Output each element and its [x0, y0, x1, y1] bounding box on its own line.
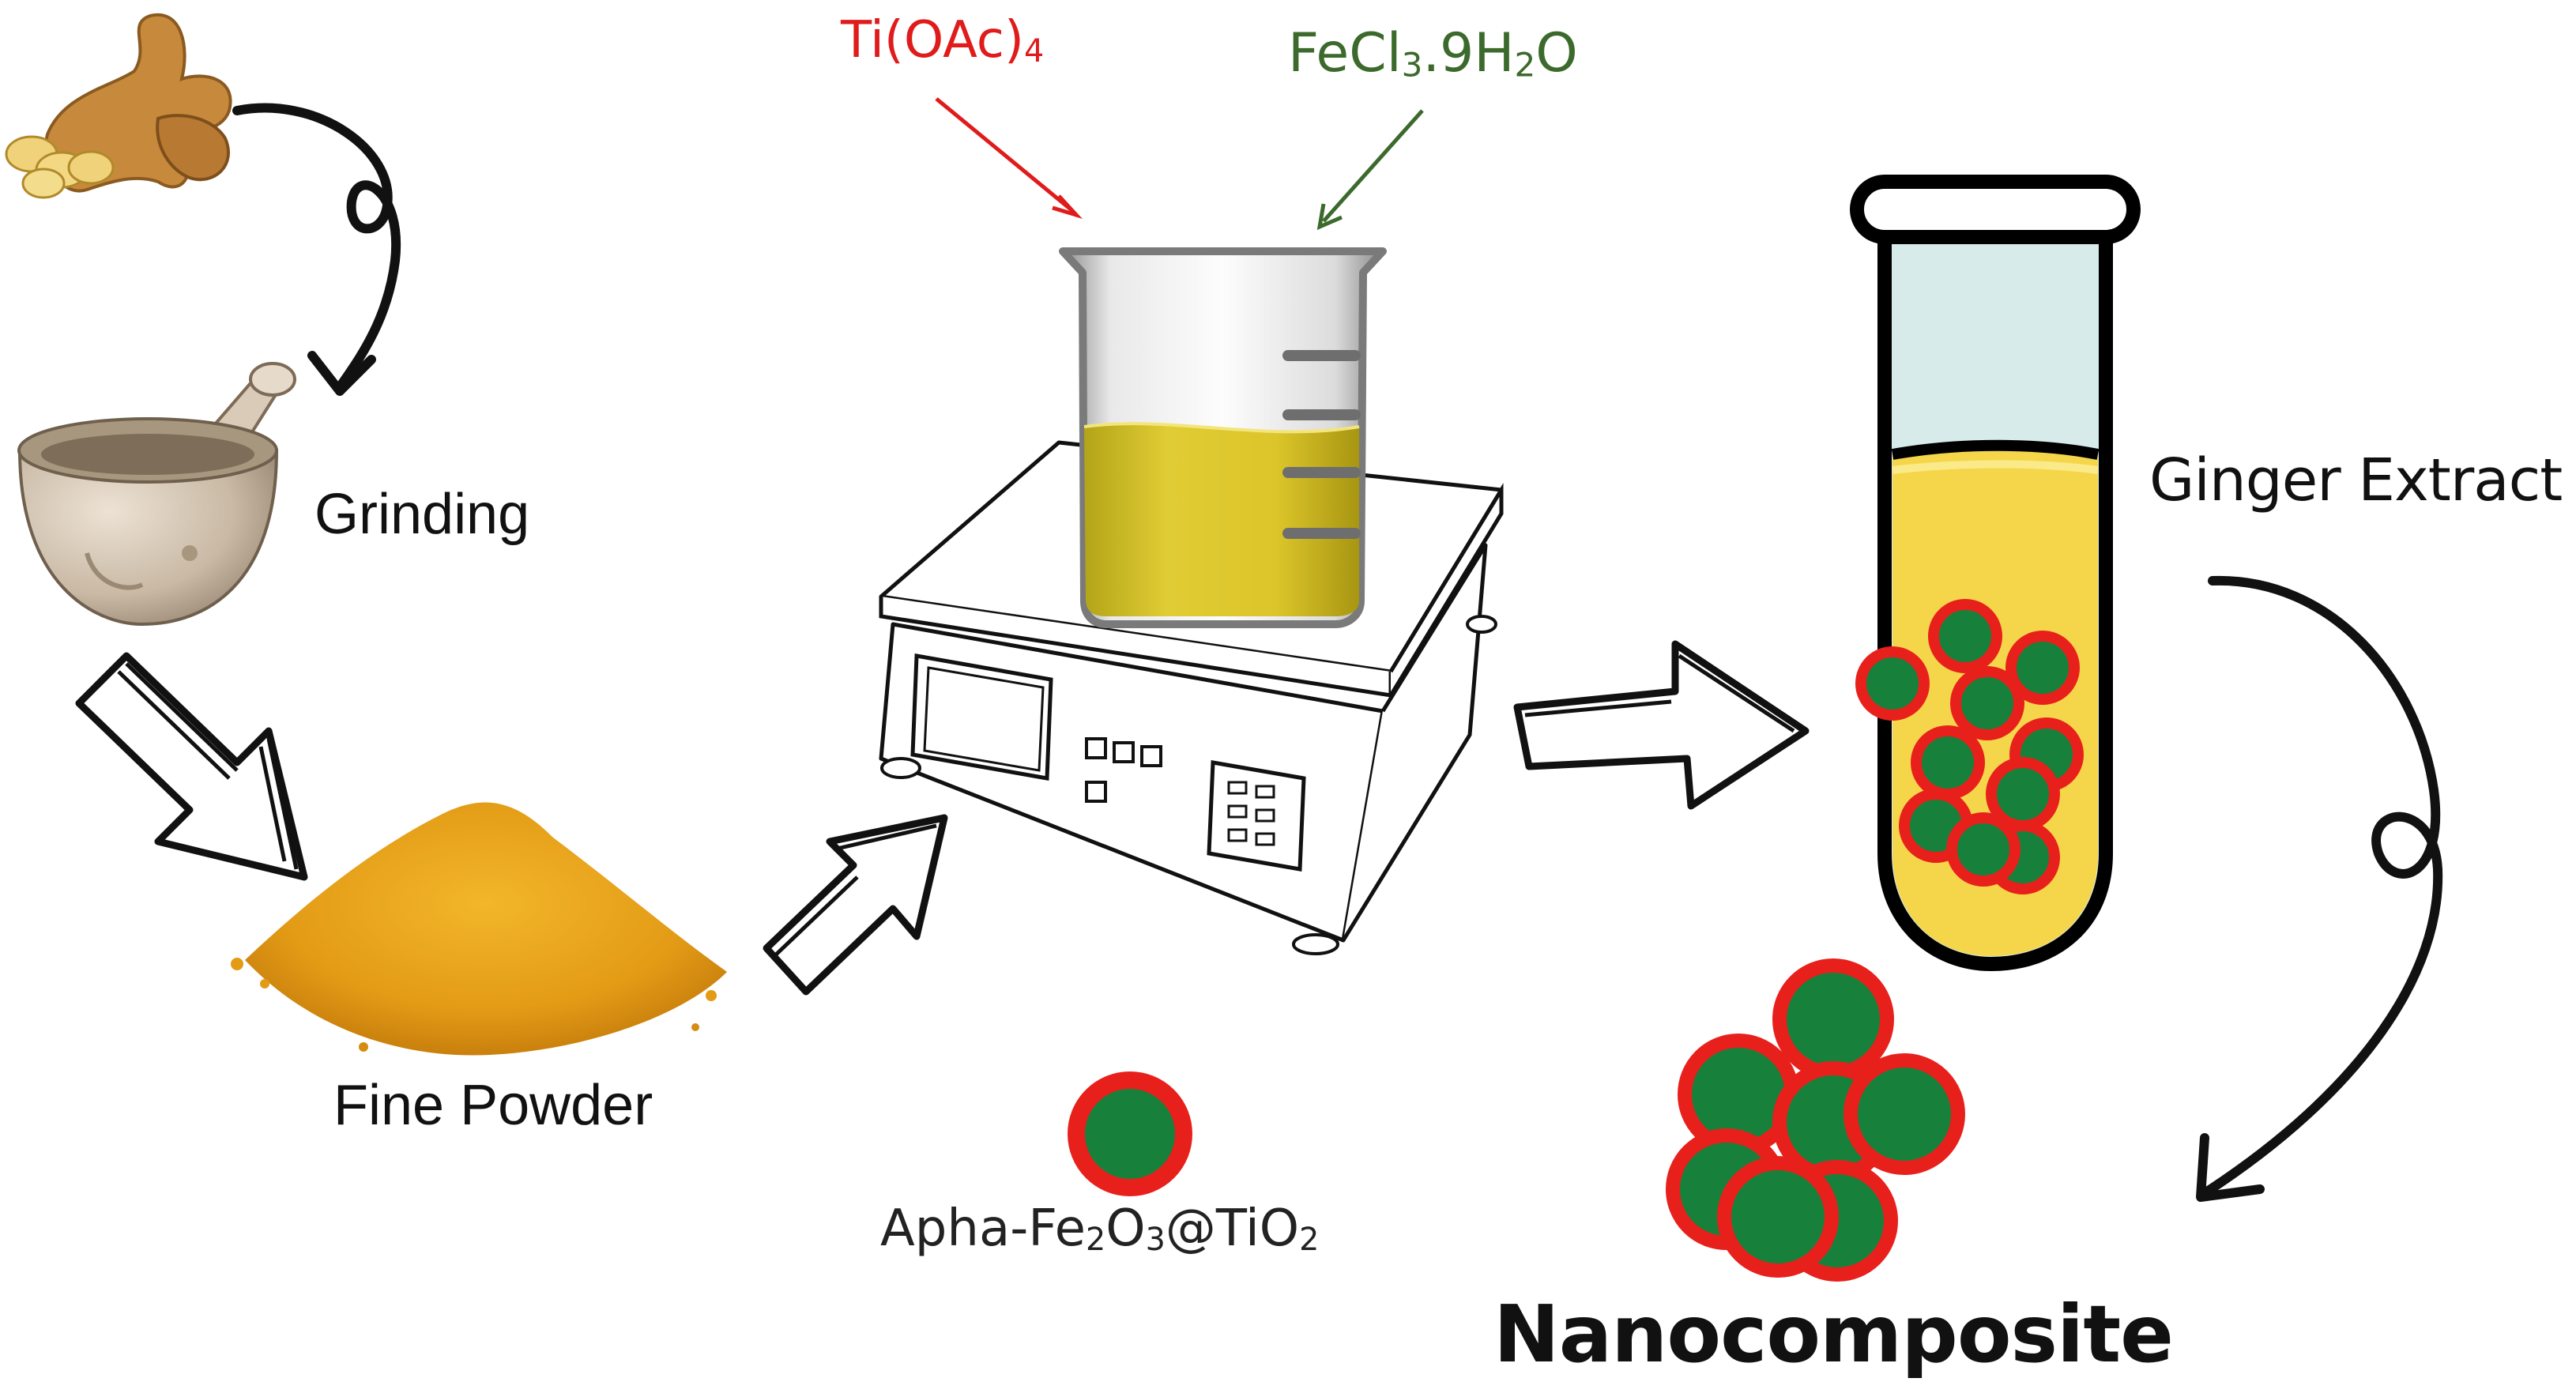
- label-grinding: Grinding: [314, 483, 530, 546]
- flow-arrow-scale-to-tube: [1513, 640, 1810, 810]
- fecl-part-a: FeCl: [1288, 22, 1402, 85]
- label-nanocomposite: Nanocomposite: [1493, 1288, 2174, 1380]
- ti-reagent-arrow: [935, 97, 1083, 220]
- flow-arrow-ginger-to-mortar: [232, 103, 401, 392]
- label-fecl-reagent: FeCl3.9H2O: [1288, 22, 1578, 85]
- tube-particle-cluster: [1855, 599, 2084, 894]
- ginger-root-icon: [5, 13, 232, 199]
- label-ti-reagent: Ti(OAc)4: [841, 11, 1044, 70]
- flow-arrow-tube-to-nanocomposite: [2200, 575, 2443, 1198]
- fecl-part-b: .9H: [1422, 22, 1515, 85]
- label-apha-fe2o3-tio2: Apha-Fe2O3@TiO2: [880, 1199, 1319, 1258]
- fecl-sub-2: 2: [1514, 45, 1536, 85]
- test-tube-icon: [1850, 175, 2141, 972]
- ti-formula-sub: 4: [1023, 32, 1045, 70]
- label-fine-powder: Fine Powder: [333, 1074, 653, 1137]
- ti-formula-main: Ti(OAc): [841, 11, 1024, 70]
- flow-arrow-mortar-to-powder: [75, 652, 308, 881]
- apha-part-b: O: [1105, 1199, 1146, 1258]
- mortar-pestle-icon: [17, 362, 296, 627]
- label-ginger-extract: Ginger Extract: [2149, 446, 2563, 514]
- apha-sub-1: 2: [1085, 1221, 1106, 1258]
- apha-sub-3: 2: [1299, 1221, 1320, 1258]
- fecl-part-c: O: [1535, 22, 1578, 85]
- powder-pile-icon: [231, 802, 727, 1056]
- apha-sub-2: 3: [1145, 1221, 1166, 1258]
- apha-part-a: Apha-Fe: [880, 1199, 1086, 1258]
- apha-part-c: @TiO: [1165, 1199, 1300, 1258]
- beaker-icon: [1059, 247, 1387, 628]
- flow-arrow-powder-to-scale: [763, 814, 948, 996]
- nanocomposite-cluster: [1666, 958, 1965, 1282]
- fecl-reagent-arrow: [1316, 109, 1424, 231]
- fecl-sub-1: 3: [1401, 45, 1423, 85]
- nanoparticle-icon: [1068, 1071, 1192, 1196]
